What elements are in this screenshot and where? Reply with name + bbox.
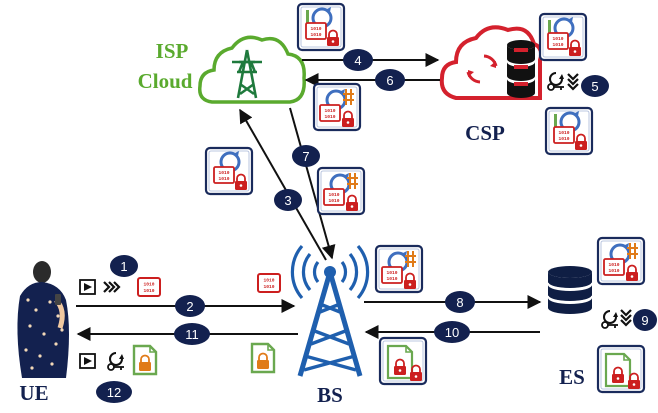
video-icon: [79, 353, 96, 369]
double-chevron-icon: [619, 308, 633, 327]
step-badge-5: 5: [581, 75, 609, 97]
card-doc-bs-bottom: [380, 338, 426, 384]
svg-text:10: 10: [445, 325, 459, 340]
step-badge-7: 7: [292, 145, 320, 167]
key-icon: [107, 352, 125, 371]
step-badges: 1 2 3 4 5 6 7 8 9 10 11 12: [96, 49, 657, 403]
card-green-csp-top: [540, 14, 586, 60]
svg-text:1: 1: [120, 259, 127, 274]
step-badge-11: 11: [174, 323, 210, 345]
isp-label-line1: ISP: [156, 39, 189, 63]
step-badge-12: 12: [96, 381, 132, 403]
step-badge-4: 4: [343, 49, 373, 71]
svg-text:6: 6: [386, 73, 393, 88]
svg-text:4: 4: [354, 53, 361, 68]
svg-text:12: 12: [107, 385, 121, 400]
step-badge-9: 9: [633, 309, 657, 331]
card-green-csp-bottom: [546, 108, 592, 154]
user-icon: [17, 261, 69, 378]
step-badge-8: 8: [445, 291, 475, 313]
card-doc-es-bottom: [598, 346, 644, 392]
card-key-es-top: [598, 238, 644, 284]
double-chevron-icon: [566, 72, 580, 91]
double-chevron-icon: [102, 280, 121, 294]
edge-server-database-icon: [547, 265, 593, 315]
step-badge-6: 6: [375, 69, 405, 91]
document-icon: [250, 342, 276, 374]
arrow-isp-to-bs: [289, 107, 336, 260]
bs-label: BS: [317, 383, 343, 407]
svg-text:11: 11: [185, 327, 199, 342]
csp-label: CSP: [465, 121, 505, 145]
svg-text:9: 9: [641, 313, 648, 328]
arrow-bs-to-isp: [239, 108, 327, 261]
card-key-bs-up: [206, 148, 252, 194]
document-icon: [132, 344, 158, 376]
isp-label-line2: Cloud: [138, 69, 193, 93]
step-badge-10: 10: [434, 321, 470, 343]
svg-text:3: 3: [284, 193, 291, 208]
csp-cloud-database-icon: [439, 25, 544, 100]
svg-text:5: 5: [591, 79, 598, 94]
card-key-isp-down: [314, 84, 360, 130]
cell-tower-icon: [290, 244, 370, 377]
packet-icon: [137, 277, 161, 297]
step-badge-1: 1: [110, 255, 138, 277]
ue-label: UE: [19, 381, 48, 405]
svg-text:8: 8: [456, 295, 463, 310]
key-icon: [547, 72, 565, 91]
video-icon: [79, 279, 96, 295]
key-icon: [601, 310, 619, 329]
es-label: ES: [559, 365, 585, 389]
packet-icon: [257, 273, 281, 293]
card-hash-isp-down: [318, 168, 364, 214]
card-hash-bs-right: [376, 246, 422, 292]
svg-text:7: 7: [302, 149, 309, 164]
step-badge-2: 2: [175, 295, 205, 317]
step-badge-3: 3: [274, 189, 302, 211]
card-green-top: [298, 4, 344, 50]
svg-text:2: 2: [186, 299, 193, 314]
isp-cloud-icon: [198, 35, 306, 104]
